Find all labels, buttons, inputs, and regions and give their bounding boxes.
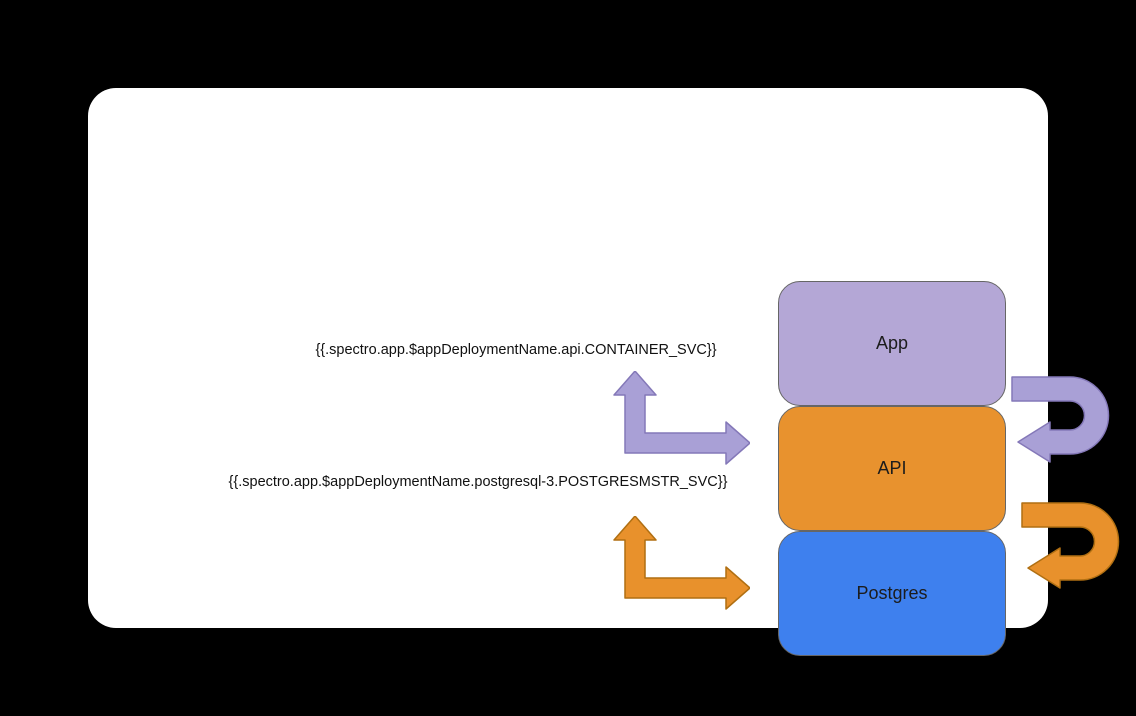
node-api: API xyxy=(778,406,1006,531)
node-app-label: App xyxy=(875,333,909,353)
elbow-arrow-api-shape xyxy=(613,371,750,465)
elbow-arrow-postgres-shape xyxy=(613,516,750,610)
uturn-arrow-app-to-api-shape xyxy=(1011,376,1110,463)
uturn-arrow-app-to-api-icon xyxy=(1011,376,1110,463)
diagram-card: {{.spectro.app.$appDeploymentName.api.CO… xyxy=(88,88,1120,656)
node-postgres-label: Postgres xyxy=(856,583,928,603)
elbow-arrow-postgres-icon xyxy=(613,516,750,610)
service-label-api-container-svc: {{.spectro.app.$appDeploymentName.api.CO… xyxy=(315,342,717,358)
node-postgres: Postgres xyxy=(778,531,1006,656)
node-app: App xyxy=(778,281,1006,406)
node-api-label: API xyxy=(877,458,907,478)
uturn-arrow-api-to-postgres-shape xyxy=(1021,502,1120,589)
elbow-arrow-api-icon xyxy=(613,371,750,465)
uturn-arrow-api-to-postgres-icon xyxy=(1021,502,1120,589)
service-label-postgres-master-svc: {{.spectro.app.$appDeploymentName.postgr… xyxy=(228,474,728,490)
